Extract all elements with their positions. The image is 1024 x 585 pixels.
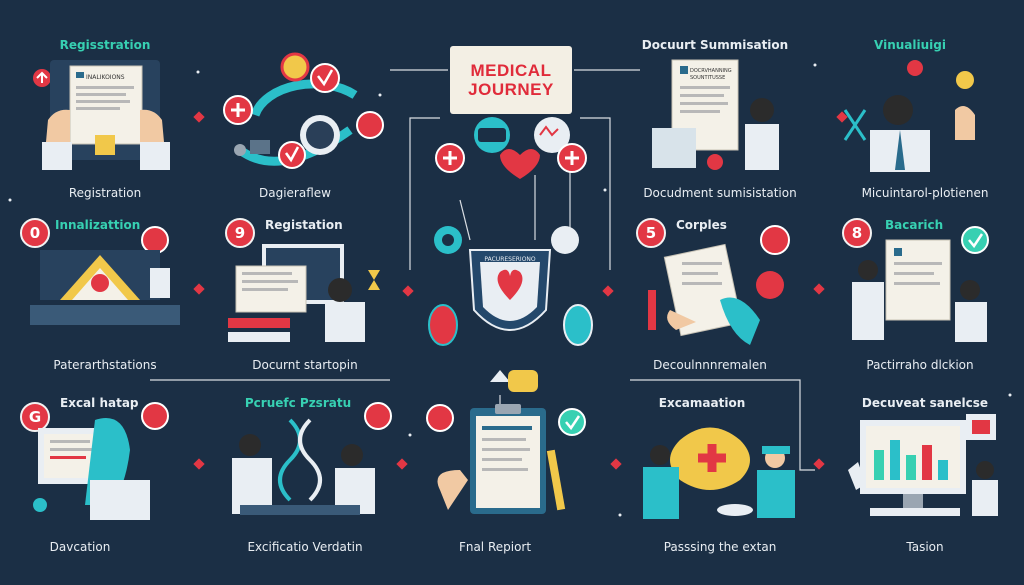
devuveat-bottom-label: Tasion	[906, 540, 944, 554]
devuveat-top-label: Decuveat sanelcse	[861, 396, 989, 410]
visualization-top-label: Vinualiuigi	[874, 38, 946, 52]
corples-top-label: Corples	[676, 218, 727, 232]
pervic-bottom-label: Excificatio Verdatin	[247, 540, 363, 554]
visualization-bottom-label: Micuintarol-plotienen	[861, 186, 989, 200]
step-badge-innalization: 0	[20, 218, 50, 248]
corples-illustration	[648, 225, 790, 345]
shield-text: PACURESERIONO	[484, 256, 536, 263]
final-report-bottom-label: Fnal Repiort	[458, 540, 532, 554]
title-card: MEDICAL JOURNEY	[450, 46, 572, 114]
excal-illustration	[33, 402, 169, 520]
examination-illustration	[643, 427, 795, 519]
pervic-top-label: Pcruefc Pzsratu	[244, 396, 352, 410]
document-submission-top-label: Docuurt Summisation	[641, 38, 789, 52]
step-badge-bacarich: 8	[842, 218, 872, 248]
diagnosis-flow-bottom-label: Dagieraflew	[259, 186, 331, 200]
svg-text:INALIKOIONS: INALIKOIONS	[86, 74, 125, 81]
registation-bottom-label: Docurnt startopin	[252, 358, 358, 372]
registation-top-label: Registation	[265, 218, 343, 232]
registation-illustration	[228, 244, 380, 342]
devuveat-illustration	[848, 414, 998, 516]
step-badge-registation: 9	[225, 218, 255, 248]
center-shield	[428, 226, 593, 346]
examination-bottom-label: Passsing the extan	[663, 540, 777, 554]
final-report-illustration	[426, 370, 586, 514]
bacarich-illustration	[852, 226, 989, 342]
title-line-2: JOURNEY	[468, 80, 554, 99]
center-top-icons	[435, 117, 587, 179]
registration-bottom-label: Registration	[68, 186, 142, 200]
excal-bottom-label: Davcation	[49, 540, 111, 554]
step-badge-excal: G	[20, 402, 50, 432]
innalization-bottom-label: Paterarthstations	[53, 358, 157, 372]
examination-top-label: Excamaation	[658, 396, 746, 410]
diagnosis-flow-illustration	[223, 52, 384, 169]
corples-bottom-label: Decoulnnnremalen	[653, 358, 767, 372]
svg-text:SOUNTITUSSE: SOUNTITUSSE	[690, 75, 725, 81]
pervic-illustration	[232, 402, 392, 515]
title-line-1: MEDICAL	[470, 61, 552, 80]
document-submission-bottom-label: Docudment sumisistation	[643, 186, 797, 200]
innalization-top-label: Innalizattion	[55, 218, 141, 232]
step-badge-corples: 5	[636, 218, 666, 248]
innalization-illustration	[30, 226, 180, 325]
bacarich-top-label: Bacarich	[885, 218, 944, 232]
registration-top-label: Regisstration	[59, 38, 151, 52]
decorative-sparkles	[8, 63, 1012, 517]
registration-illustration: INALIKOIONS	[33, 60, 170, 170]
svg-text:DOCRVHANNING: DOCRVHANNING	[690, 68, 732, 74]
excal-top-label: Excal hatap	[60, 396, 139, 410]
bacarich-bottom-label: Pactirraho dlckion	[866, 358, 974, 372]
visualization-illustration	[843, 60, 975, 172]
document-submission-illustration: DOCRVHANNING SOUNTITUSSE	[652, 59, 779, 170]
